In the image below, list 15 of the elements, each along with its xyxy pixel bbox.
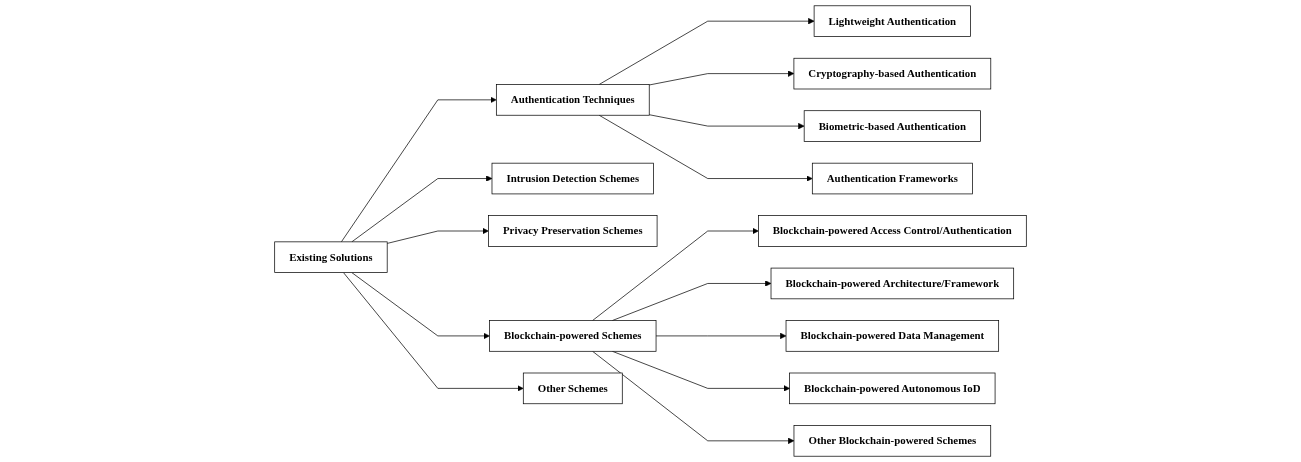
node-box: Intrusion Detection Schemes <box>491 162 654 195</box>
node-box: Authentication Techniques <box>495 84 650 116</box>
node-box: Blockchain-powered Autonomous IoD <box>789 372 996 405</box>
node-box: Blockchain-powered Access Control/Authentication <box>758 215 1027 247</box>
node-box: Biometric-based Authentication <box>803 110 981 142</box>
node-box: Other Schemes <box>522 372 623 405</box>
node-box: Blockchain-powered Architecture/Framework <box>770 267 1015 300</box>
node-box: Other Blockchain-powered Schemes <box>793 425 992 457</box>
node-box: Blockchain-powered Data Management <box>785 320 1000 352</box>
node-box: Privacy Preservation Schemes <box>488 215 658 247</box>
node-box: Blockchain-powered Schemes <box>489 320 657 352</box>
node-box: Authentication Frameworks <box>811 162 973 195</box>
node-box: Lightweight Authentication <box>813 5 971 37</box>
node-box: Existing Solutions <box>274 241 388 273</box>
node-box: Cryptography-based Authentication <box>793 57 992 90</box>
